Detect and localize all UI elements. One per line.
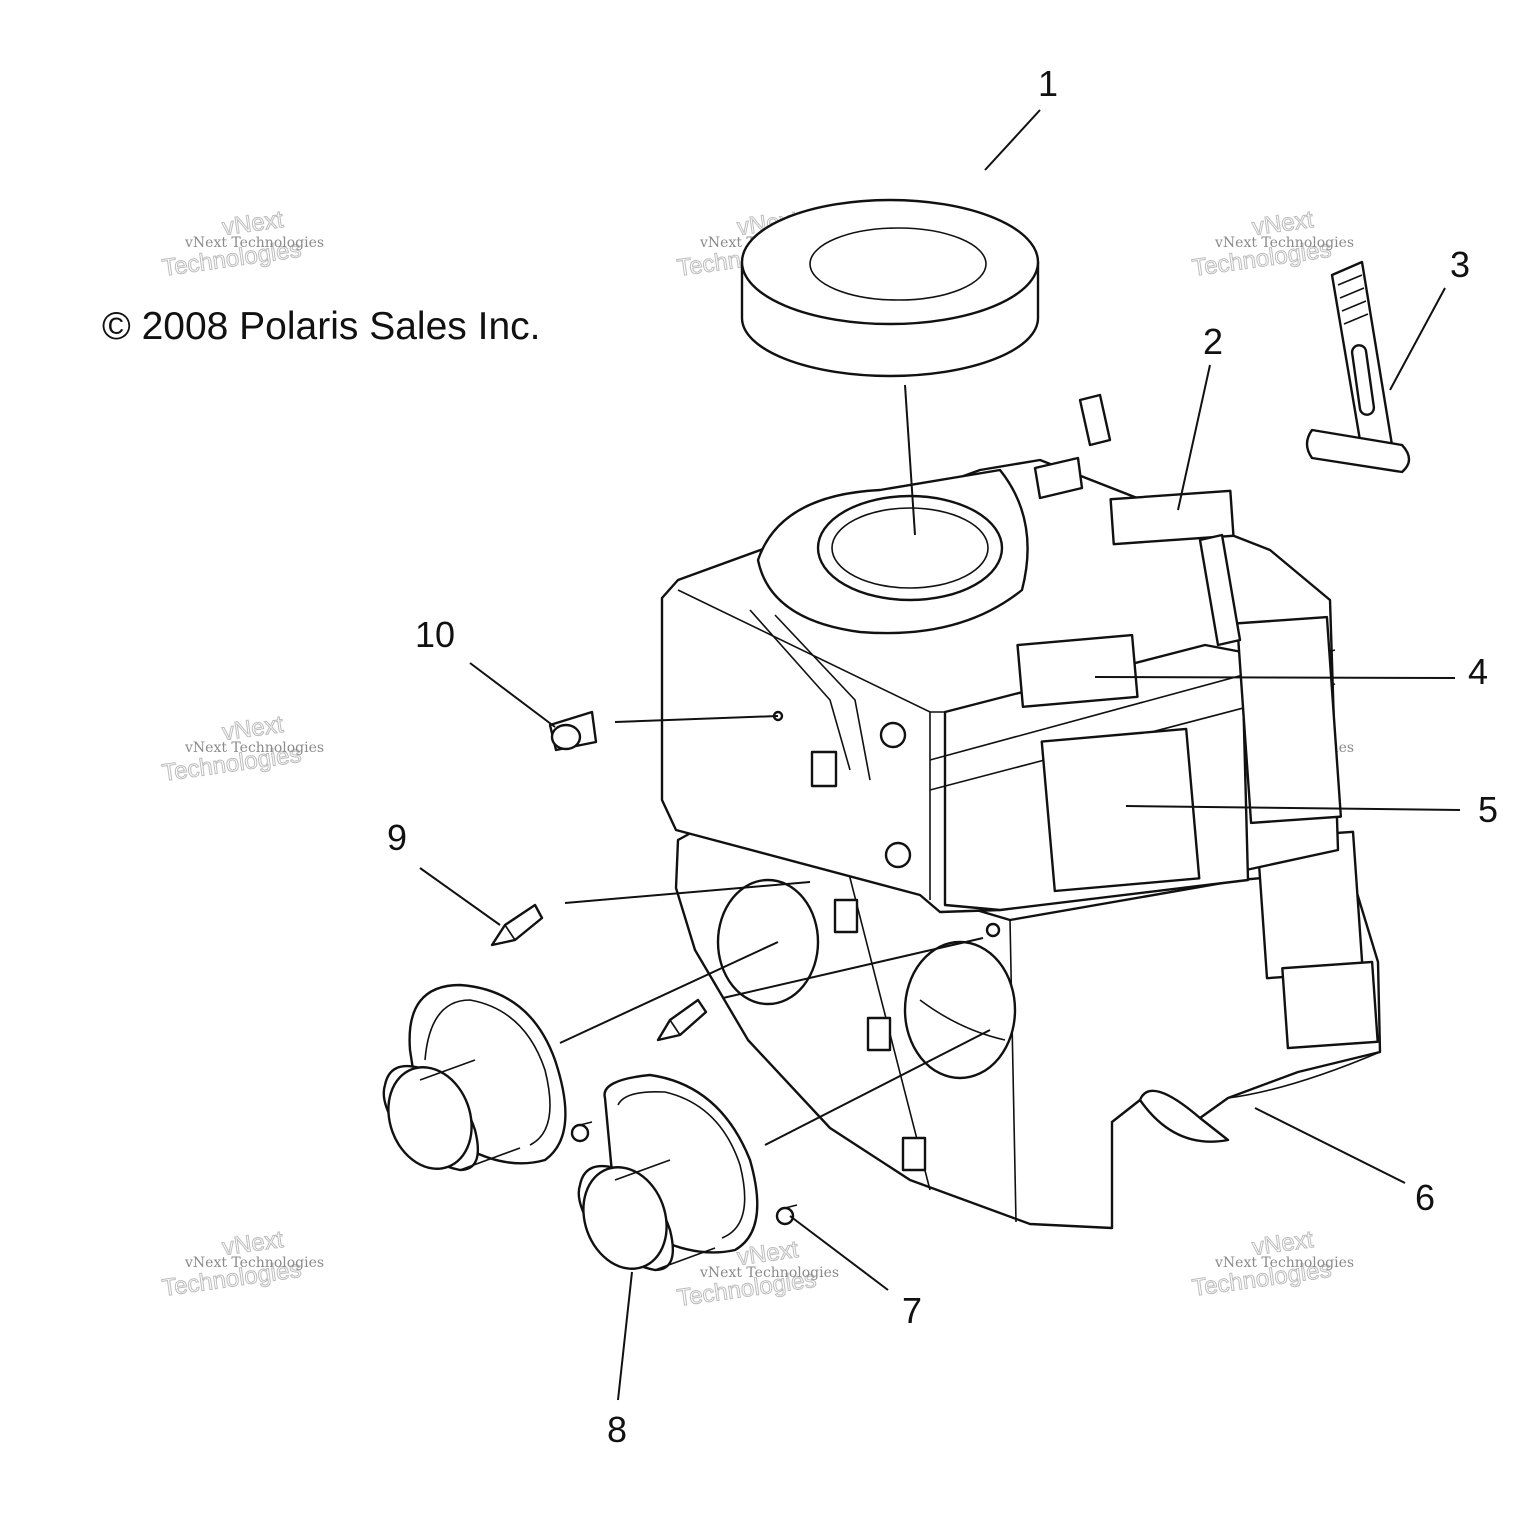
- callout-8: 8: [607, 1409, 627, 1450]
- callout-5: 5: [1478, 789, 1498, 830]
- callout-6: 6: [1415, 1177, 1435, 1218]
- intake-boot-lower: [577, 1073, 759, 1272]
- callout-labels: 1 2 3 4 5 6 7 8 9 10: [387, 63, 1498, 1450]
- callout-2: 2: [1203, 321, 1223, 362]
- callout-4: 4: [1468, 651, 1488, 692]
- callout-9: 9: [387, 817, 407, 858]
- drain-fitting-upper: [490, 903, 544, 947]
- intake-boot-upper: [382, 983, 567, 1172]
- svg-text:vNext Technologies: vNext Technologies: [699, 1265, 839, 1281]
- svg-text:vNext Technologies: vNext Technologies: [184, 1255, 324, 1271]
- air-box-upper: [660, 393, 1343, 938]
- copyright-text: © 2008 Polaris Sales Inc.: [102, 305, 540, 348]
- watermark-top-right: vNext Technologies vNext Technologies: [1190, 205, 1354, 282]
- drain-fitting-lower: [656, 998, 708, 1042]
- screw-lower: [775, 1204, 798, 1226]
- leader-lines: [419, 109, 1461, 1401]
- screw-upper: [570, 1121, 593, 1143]
- air-box-lower: [674, 826, 1382, 1230]
- watermark-bottom-right: vNext Technologies vNext Technologies: [1190, 1225, 1354, 1302]
- callout-10: 10: [415, 614, 455, 655]
- watermark-top-left: vNext Technologies vNext Technologies: [160, 205, 324, 282]
- svg-text:vNext Technologies: vNext Technologies: [184, 235, 324, 251]
- svg-text:vNext Technologies: vNext Technologies: [1214, 235, 1354, 251]
- watermark-middle-left: vNext Technologies vNext Technologies: [160, 710, 324, 787]
- svg-text:vNext Technologies: vNext Technologies: [1214, 1255, 1354, 1271]
- callout-3: 3: [1450, 244, 1470, 285]
- air-box-strap: [1305, 260, 1411, 474]
- svg-text:vNext Technologies: vNext Technologies: [184, 740, 324, 756]
- plug-clip: [548, 710, 598, 752]
- callout-1: 1: [1038, 63, 1058, 104]
- callout-7: 7: [902, 1290, 922, 1331]
- watermark-bottom-left: vNext Technologies vNext Technologies: [160, 1225, 324, 1302]
- foam-filter-ring: [740, 198, 1040, 378]
